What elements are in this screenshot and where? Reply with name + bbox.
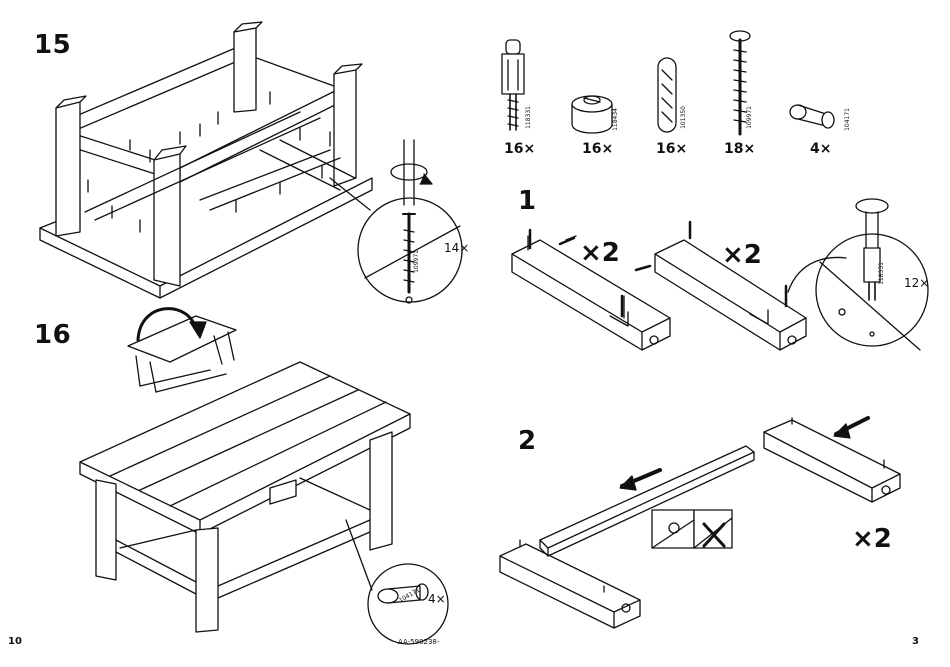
hardware-part-number: 109971 [746, 106, 753, 129]
step16-table-illustration [80, 362, 410, 632]
document-code: AA-598238- [398, 638, 439, 646]
cam-bolt-icon [502, 40, 524, 130]
step-16-number: 16 [34, 320, 71, 350]
step-1-number: 1 [518, 186, 537, 216]
step2-rail-left [500, 540, 640, 628]
step1-callout-part-number: 118331 [878, 262, 885, 285]
step16-glide-callout [346, 520, 448, 644]
cam-lock-icon [572, 96, 612, 133]
step2-rail-right [764, 418, 900, 502]
hardware-part-number: 104171 [844, 108, 851, 131]
wooden-dowel-icon [658, 58, 676, 132]
step1-multiplier-a: ×2 [580, 238, 620, 268]
hardware-row [502, 31, 834, 134]
step15-callout-part-number: 109971 [413, 250, 420, 273]
step16-flip-icon [128, 309, 236, 392]
step16-callout-count: 4× [428, 592, 446, 606]
hardware-part-number: 118331 [525, 106, 532, 129]
step1-multiplier-b: ×2 [722, 240, 762, 270]
step2-multiplier: ×2 [852, 524, 892, 554]
hardware-quantity: 16× [504, 141, 535, 157]
step1-callout-count: 12× [904, 276, 929, 290]
floor-glide-icon [790, 105, 834, 128]
step15-frame-illustration [40, 22, 372, 298]
step1-rail-b [636, 222, 806, 350]
page-number-left: 10 [8, 636, 22, 647]
step15-callout-count: 14× [444, 241, 469, 255]
hardware-quantity: 16× [656, 141, 687, 157]
step1-bolt-callout [788, 199, 928, 350]
hardware-quantity: 4× [810, 141, 831, 157]
hardware-quantity: 18× [724, 141, 755, 157]
step-15-number: 15 [34, 30, 71, 60]
page-number-right: 3 [912, 636, 919, 647]
step2-cam-orientation-inset [652, 510, 732, 548]
step-2-number: 2 [518, 426, 537, 456]
hardware-part-number: 101350 [680, 106, 687, 129]
hardware-quantity: 16× [582, 141, 613, 157]
hardware-part-number: 118434 [612, 108, 619, 131]
